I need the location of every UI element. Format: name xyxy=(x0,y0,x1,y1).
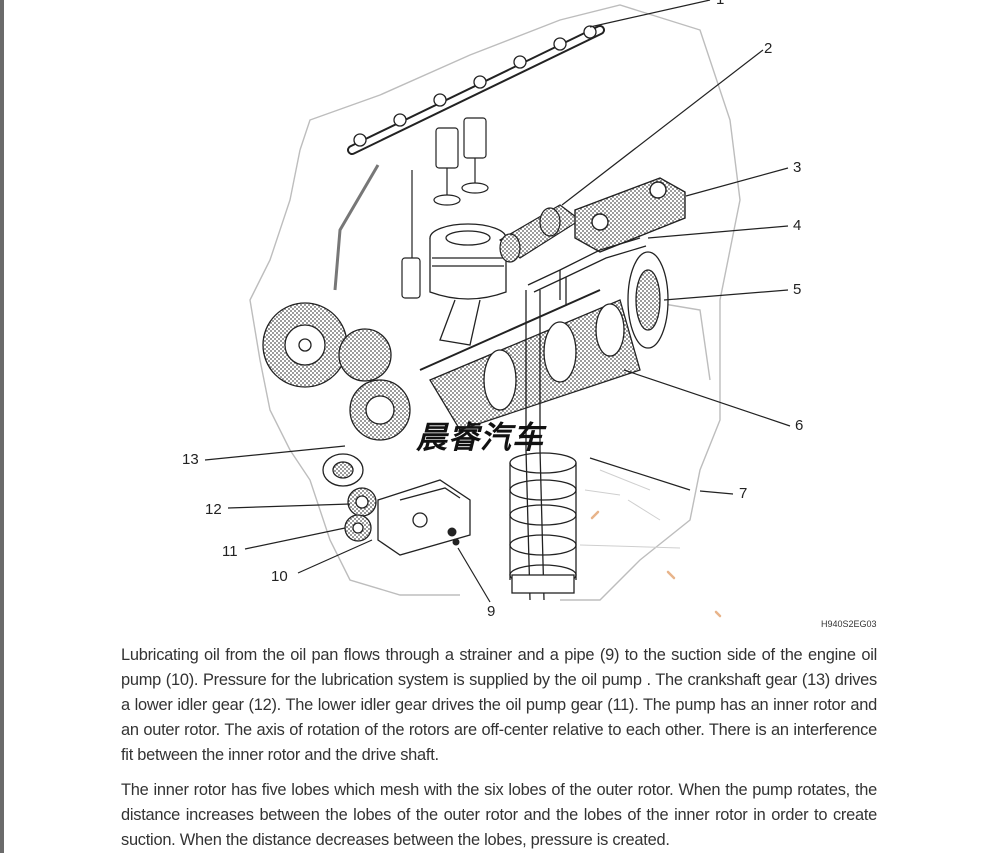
crankshaft-gear xyxy=(322,453,364,487)
oil-filter-housing xyxy=(574,177,686,253)
figure-code: H940S2EG03 xyxy=(821,619,877,629)
watermark-text: 晨睿汽车 xyxy=(416,420,544,456)
engine-drawing xyxy=(204,0,791,618)
rocker-shaft xyxy=(347,25,605,155)
suction-pipe-fitting xyxy=(447,527,460,546)
engine-lubrication-illustration: 1 2 3 4 5 6 7 9 10 11 12 13 晨睿汽车 H940S2E… xyxy=(182,0,877,629)
valves xyxy=(433,117,489,206)
pushrod xyxy=(401,170,421,299)
callout-12: 12 xyxy=(205,501,222,518)
callout-5: 5 xyxy=(793,281,802,298)
idler-gear xyxy=(347,487,377,517)
oil-pump-body xyxy=(377,479,471,556)
callout-7: 7 xyxy=(739,485,748,502)
background-sketch xyxy=(579,469,681,549)
oil-spray-marks xyxy=(590,510,722,618)
callout-6: 6 xyxy=(795,417,804,434)
piston xyxy=(429,223,507,346)
callout-10: 10 xyxy=(271,568,288,585)
callout-11: 11 xyxy=(222,543,238,560)
callout-1: 1 xyxy=(716,0,724,7)
callout-3: 3 xyxy=(793,159,802,176)
oil-strainer xyxy=(509,452,577,594)
oil-pump-gear xyxy=(344,514,372,542)
oil-tubes xyxy=(527,237,647,306)
leader-lines xyxy=(204,0,791,603)
paragraph-rotor-lobes: The inner rotor has five lobes which mes… xyxy=(121,781,877,849)
callout-9: 9 xyxy=(487,603,496,620)
oil-pickup-pipe xyxy=(525,290,545,601)
camshaft xyxy=(498,204,582,263)
paragraph-lubrication-flow: Lubricating oil from the oil pan flows t… xyxy=(121,646,877,764)
crankshaft xyxy=(429,299,641,431)
callout-2: 2 xyxy=(764,40,773,57)
oil-line-rocker xyxy=(333,164,380,291)
flywheel-housing xyxy=(627,251,669,349)
timing-gears xyxy=(262,302,411,441)
callout-13: 13 xyxy=(182,451,199,468)
callout-4: 4 xyxy=(793,217,802,234)
page-left-border xyxy=(0,0,4,853)
